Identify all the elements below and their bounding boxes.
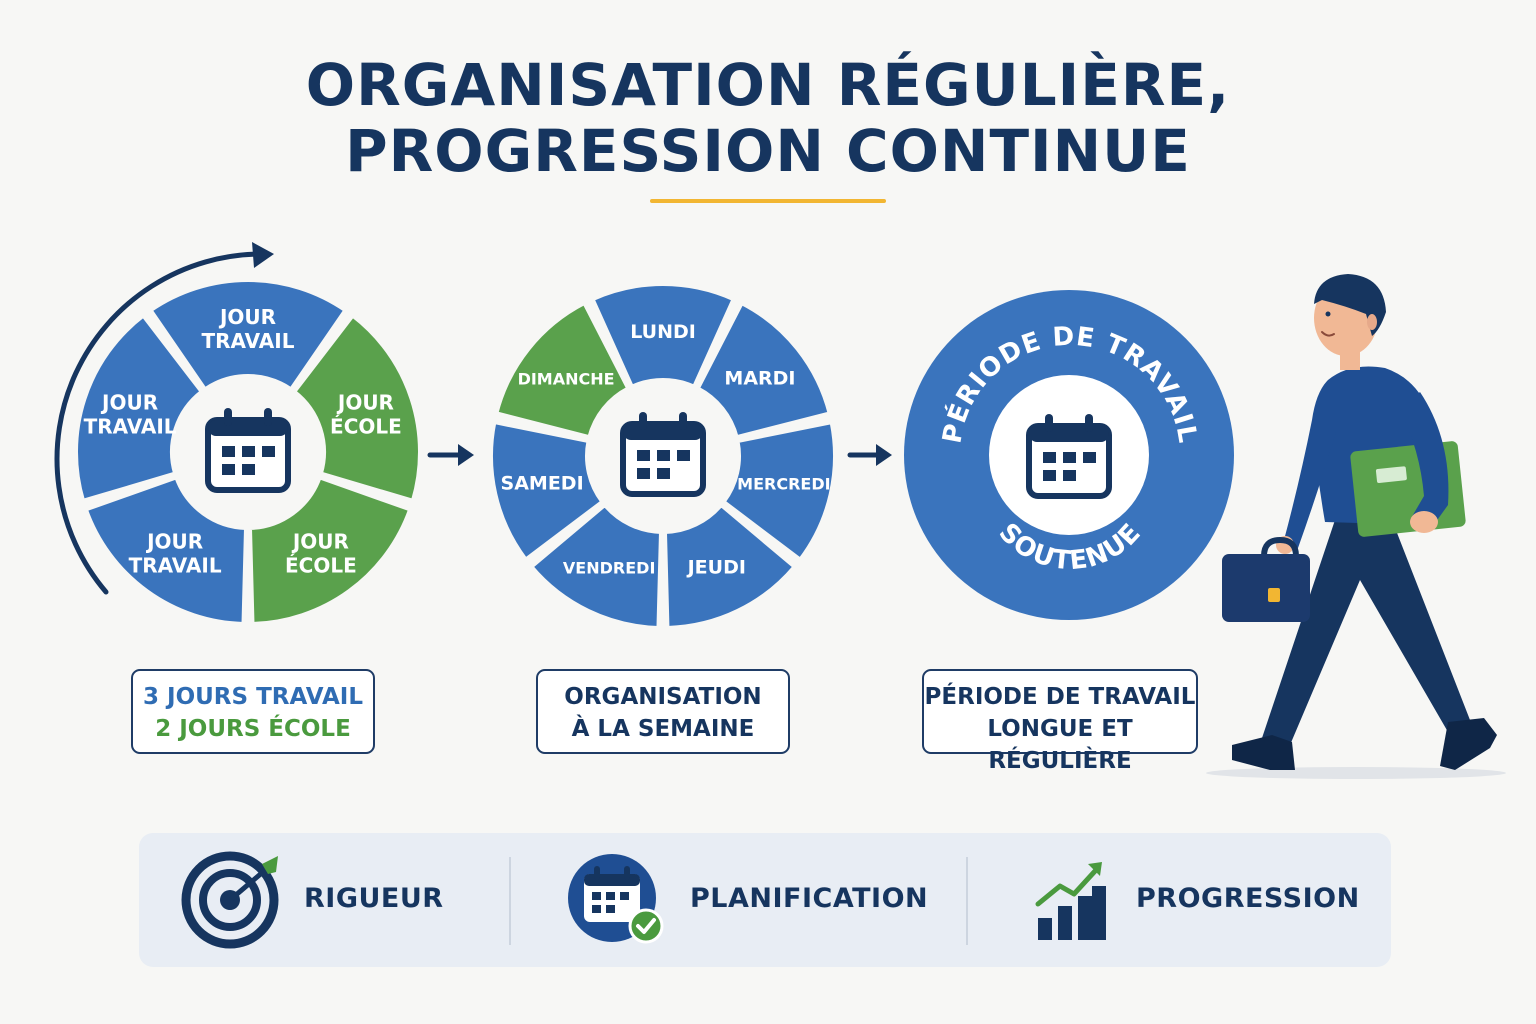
wheel2-segment-label: MERCREDI	[737, 475, 830, 494]
value-label-rigueur: RIGUEUR	[304, 883, 444, 914]
calendar-icon	[208, 408, 288, 490]
walking-man-icon	[1206, 274, 1506, 779]
caption-period-line-1: PÉRIODE DE TRAVAIL	[924, 684, 1196, 710]
caption-week-line-2: À LA SEMAINE	[571, 716, 755, 742]
arrow-right-icon	[847, 444, 892, 466]
cycle-arrow-icon	[54, 242, 274, 595]
wheel2-segment-label: SAMEDI	[501, 473, 584, 495]
wheel-segment	[662, 502, 797, 630]
title-line-2: PROGRESSION CONTINUE	[345, 117, 1191, 185]
title-underline	[650, 199, 886, 203]
wheel-segment	[529, 502, 663, 630]
caption-period: PÉRIODE DE TRAVAIL LONGUE ET RÉGULIÈRE	[922, 669, 1198, 774]
wheel-segment	[590, 282, 736, 389]
wheel2-segment-label: VENDREDI	[563, 559, 655, 578]
value-label-planification: PLANIFICATION	[690, 883, 929, 914]
wheel-segment	[721, 420, 837, 562]
wheel-week: LUNDI MARDI MERCREDI JEUDI VENDREDI SAMEDI DIM…	[489, 282, 837, 630]
wheel1-segment-label-line1: JOUR	[145, 529, 203, 553]
wheel1-segment-label-line1: JOUR	[100, 391, 158, 415]
wheel1-segment-label-line2: ÉCOLE	[285, 553, 357, 577]
target-icon	[181, 851, 279, 949]
caption-work-school: 3 JOURS TRAVAIL 2 JOURS ÉCOLE	[131, 669, 375, 754]
wheel-segment	[247, 475, 413, 626]
wheel1-segment-label-line2: TRAVAIL	[84, 415, 177, 439]
wheel1-segment-label-line1: JOUR	[336, 391, 394, 415]
title-line-1: ORGANISATION RÉGULIÈRE,	[305, 51, 1231, 119]
wheel1-segment-label-line2: ÉCOLE	[330, 415, 402, 439]
wheel-segment	[494, 301, 631, 440]
wheel2-segment-label: MARDI	[724, 368, 795, 390]
caption-work-days: 3 JOURS TRAVAIL	[143, 684, 363, 710]
wheel-work-school: JOURTRAVAILJOURÉCOLEJOURÉCOLEJOURTRAVAIL…	[74, 278, 422, 626]
wheel-segment	[292, 313, 422, 503]
calendar-check-icon	[568, 854, 664, 944]
wheel1-segment-label-line1: JOUR	[291, 529, 349, 553]
page-title: ORGANISATION RÉGULIÈRE, PROGRESSION CONT…	[0, 52, 1536, 184]
values-bar	[139, 833, 1391, 967]
values-divider	[966, 857, 968, 945]
wheel-segment	[489, 420, 605, 562]
wheel2-segment-label: DIMANCHE	[518, 370, 615, 389]
calendar-icon	[623, 412, 703, 494]
wheel2-segment-label: LUNDI	[630, 321, 696, 343]
value-label-progression: PROGRESSION	[1136, 883, 1360, 914]
wheel-segment	[74, 313, 204, 503]
caption-week: ORGANISATION À LA SEMAINE	[536, 669, 790, 754]
growth-chart-icon	[1035, 862, 1106, 940]
caption-period-line-2: LONGUE ET RÉGULIÈRE	[987, 716, 1133, 774]
calendar-icon	[1029, 414, 1109, 496]
wheel2-segment-label: JEUDI	[686, 557, 746, 579]
arrow-right-icon	[427, 444, 474, 466]
values-divider	[509, 857, 511, 945]
caption-school-days: 2 JOURS ÉCOLE	[155, 716, 351, 742]
wheel1-segment-label-line2: TRAVAIL	[202, 329, 295, 353]
wheel1-segment-label-line1: JOUR	[218, 305, 276, 329]
wheel-segment	[695, 301, 832, 440]
wheel-segment	[83, 475, 249, 626]
wheel1-segment-label-line2: TRAVAIL	[129, 553, 222, 577]
wheel-segment	[148, 278, 348, 392]
caption-week-line-1: ORGANISATION	[564, 684, 762, 710]
